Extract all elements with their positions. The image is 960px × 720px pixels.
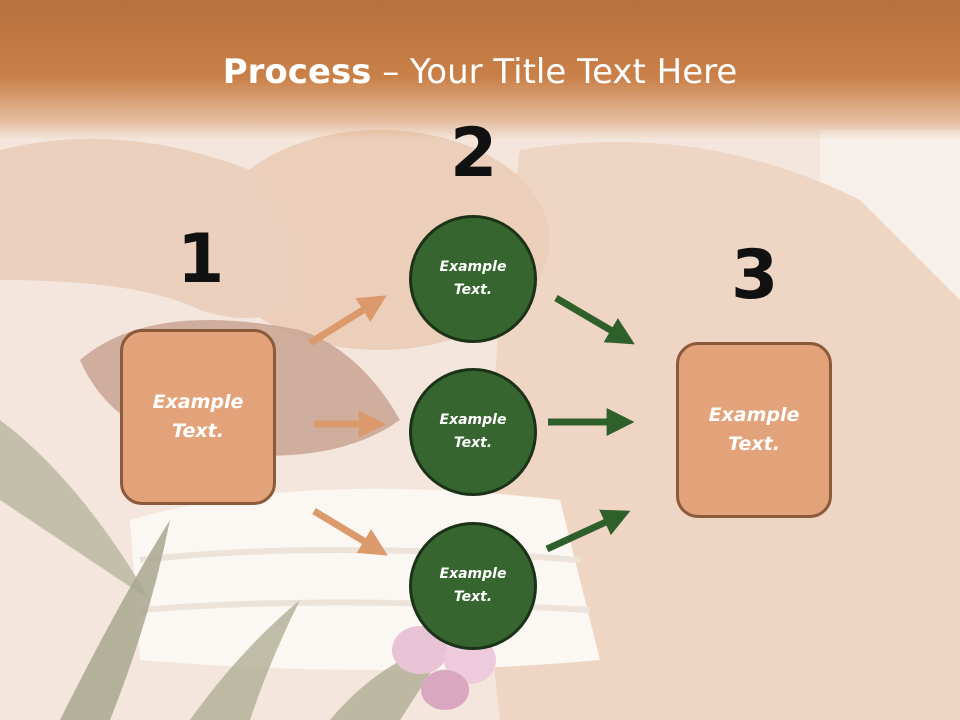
left-text-box[interactable]: Example Text. [120, 329, 276, 505]
title-band [0, 0, 960, 140]
arrow-left-to-top [308, 295, 387, 346]
title-bold: Process [222, 52, 372, 92]
arrow-left-to-bottom [312, 508, 388, 556]
slide-title: Process – Your Title Text Here [0, 52, 960, 92]
step-number-3: 3 [731, 236, 779, 315]
right-text-box[interactable]: Example Text. [676, 342, 832, 518]
arrow-top-to-right [554, 294, 635, 345]
title-rest: – Your Title Text Here [371, 52, 738, 92]
circle-top[interactable]: Example Text. [409, 215, 537, 343]
step-number-1: 1 [177, 220, 225, 299]
step-number-2: 2 [450, 114, 498, 193]
circle-middle[interactable]: Example Text. [409, 368, 537, 496]
circle-bottom[interactable]: Example Text. [409, 522, 537, 650]
arrow-bottom-to-right [545, 509, 631, 553]
